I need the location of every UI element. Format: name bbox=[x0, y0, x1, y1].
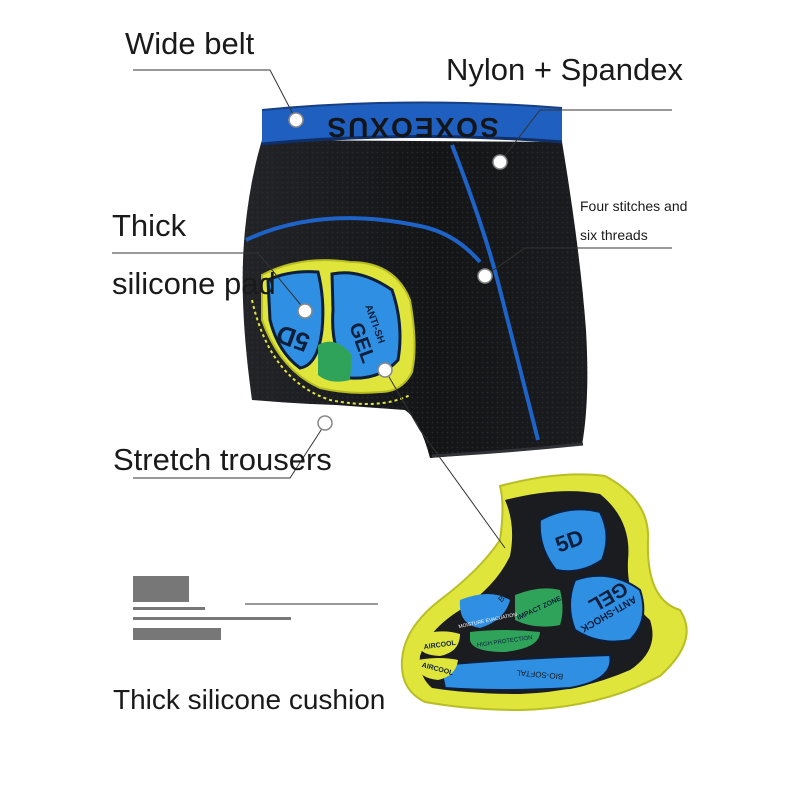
label-six-threads: six threads bbox=[580, 227, 648, 243]
label-four-stitches: Four stitches and bbox=[580, 198, 688, 214]
placeholder-block bbox=[133, 576, 189, 602]
leg-hem bbox=[431, 442, 584, 458]
placeholder-bars bbox=[133, 576, 378, 640]
blue-piping-seam bbox=[450, 144, 540, 441]
callout-dot-cushion bbox=[377, 362, 393, 378]
label-nylon-spandex: Nylon + Spandex bbox=[446, 52, 683, 87]
callout-dot-pad bbox=[297, 303, 313, 319]
waistband bbox=[262, 102, 562, 144]
callout-dot-stretch bbox=[317, 415, 333, 431]
leader-cushion bbox=[384, 369, 506, 549]
cycling-shorts: SOXEOXUS 5D GEL ANTI-SH bbox=[242, 101, 588, 458]
leader-nylon-spandex bbox=[499, 109, 672, 163]
stitch-line bbox=[251, 299, 411, 405]
leader-lines bbox=[112, 69, 672, 549]
inner-pad: 5D GEL ANTI-SH bbox=[261, 259, 416, 394]
leader-stretch bbox=[133, 423, 326, 479]
placeholder-line-2 bbox=[133, 617, 291, 620]
placeholder-line-1 bbox=[133, 607, 205, 610]
callout-dot-stitch bbox=[477, 268, 493, 284]
label-thick: Thick bbox=[112, 208, 187, 243]
placeholder-bar bbox=[133, 628, 221, 640]
large-pad-bio-softal-bottom: BIO-SOFTAL bbox=[515, 668, 563, 681]
blue-piping-back bbox=[245, 216, 482, 264]
leader-wide-belt bbox=[133, 69, 296, 119]
label-stretch-trousers: Stretch trousers bbox=[113, 442, 332, 477]
large-pad: 5D GEL ANTI-SHOCK BIO-SOFTAL BIO-SOFTAL … bbox=[400, 473, 688, 712]
waistband-brand-text: SOXEOXUS bbox=[325, 112, 498, 143]
callout-dot-fabric bbox=[492, 154, 508, 170]
leader-four-stitches bbox=[484, 247, 672, 277]
large-pad-aircool-1: AIRCOOL bbox=[423, 640, 457, 652]
label-silicone-pad: silicone pad bbox=[112, 266, 276, 301]
callout-dot-belt bbox=[288, 112, 304, 128]
label-wide-belt: Wide belt bbox=[125, 26, 255, 61]
label-thick-silicone-cushion: Thick silicone cushion bbox=[113, 684, 386, 715]
callout-dots bbox=[288, 112, 508, 431]
leader-thick-pad bbox=[112, 252, 306, 311]
